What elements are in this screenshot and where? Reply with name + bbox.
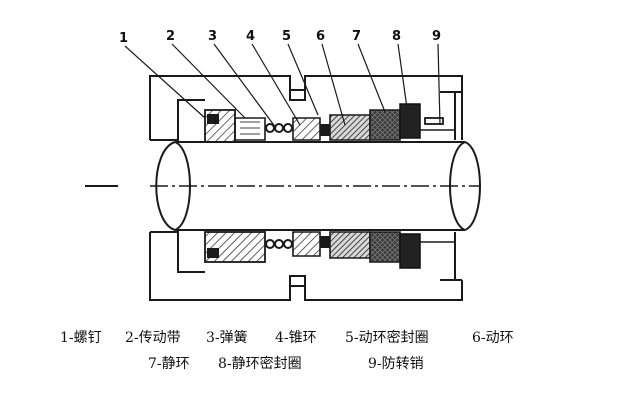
screw-upper: [207, 114, 219, 124]
legend-item-3: 3-弹簧: [206, 330, 248, 346]
upper-housing: [149, 75, 463, 141]
drive-band-upper: [234, 117, 266, 141]
legend-item-9: 9-防转销: [368, 356, 424, 372]
legend-item-6: 6-动环: [472, 330, 514, 346]
legend-item-8: 8-静环密封圈: [218, 356, 302, 372]
legend-item-2: 2-传动带: [125, 330, 181, 346]
shaft: [85, 141, 481, 231]
legend-item-1: 1-螺钉: [60, 330, 102, 346]
legend-item-5: 5-动环密封圈: [345, 330, 429, 346]
callout-4: 4: [246, 29, 255, 44]
spring-lower: [265, 239, 293, 249]
rotating-ring-upper: [329, 114, 371, 141]
cone-ring-upper: [292, 117, 321, 141]
cone-ring-lower: [292, 231, 321, 257]
stationary-ring-upper: [369, 109, 401, 141]
lower-housing: [149, 231, 463, 301]
stationary-ring-seal-lower: [399, 233, 421, 269]
callout-numbers: 1 2 3 4 5 6 7 8 9: [119, 29, 441, 46]
upper-seal-assembly: [204, 103, 455, 143]
rotating-ring-seal-upper: [320, 124, 330, 136]
legend-item-4: 4-锥环: [275, 330, 317, 346]
legend-item-7: 7-静环: [148, 356, 190, 372]
callout-7: 7: [352, 29, 361, 44]
stationary-ring-lower: [369, 231, 401, 263]
stationary-ring-seal-upper: [399, 103, 421, 139]
callout-6: 6: [316, 29, 325, 44]
spring-upper: [265, 123, 293, 133]
callout-lines: [124, 43, 441, 129]
callout-1: 1: [119, 31, 128, 46]
callout-2: 2: [166, 29, 175, 44]
callout-5: 5: [282, 29, 291, 44]
callout-8: 8: [392, 29, 401, 44]
callout-9: 9: [432, 29, 441, 44]
callout-3: 3: [208, 29, 217, 44]
anti-rotation-pin-upper: [424, 117, 444, 125]
lower-seal-assembly: [204, 231, 455, 269]
rotating-ring-lower: [329, 231, 371, 259]
